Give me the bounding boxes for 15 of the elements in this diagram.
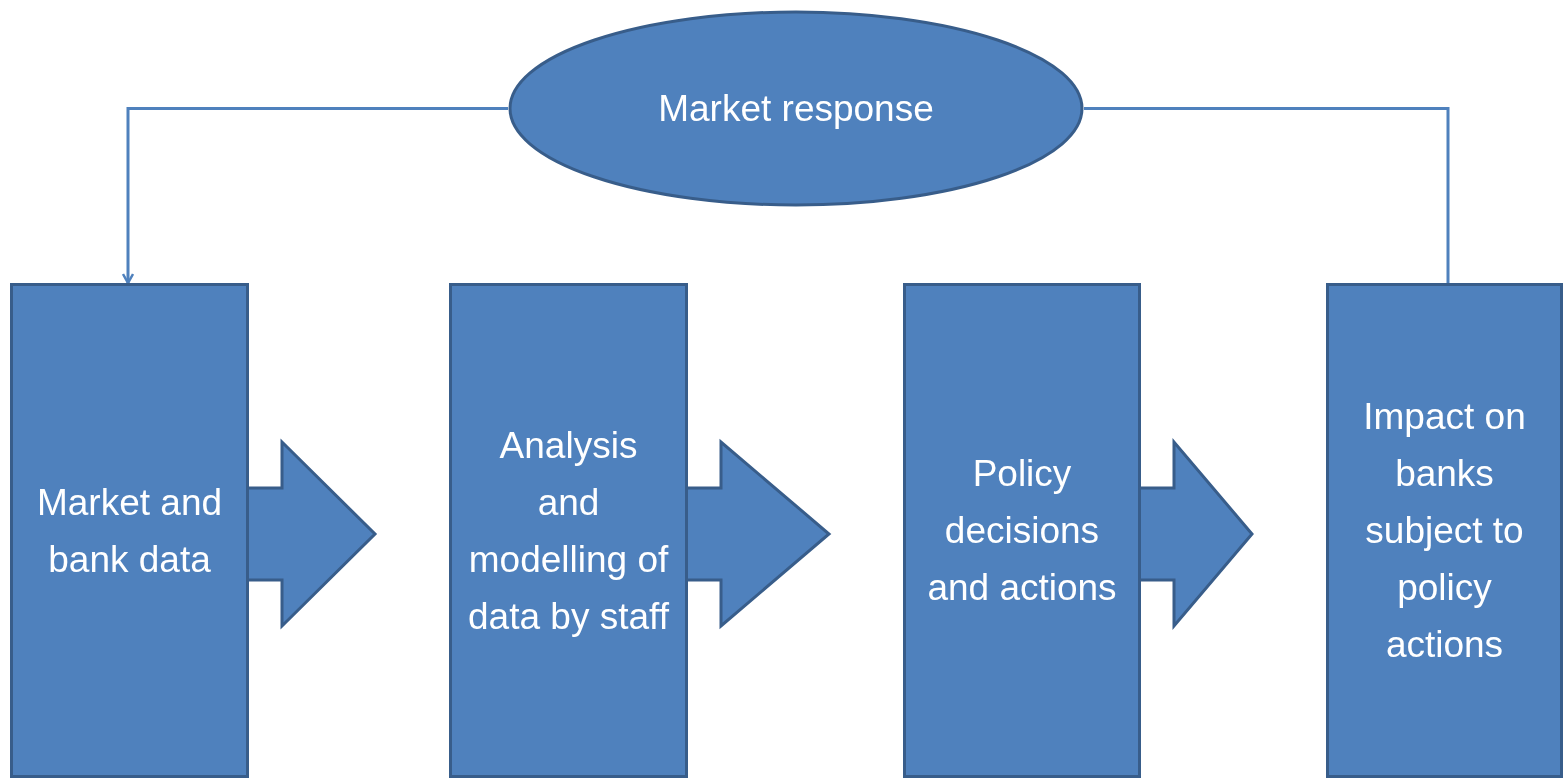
node-text: Market response xyxy=(658,87,934,131)
connector-line xyxy=(1084,107,1450,283)
process-box xyxy=(903,283,1141,778)
node-text: Policy decisions and actions xyxy=(926,452,1118,610)
block-arrow xyxy=(1138,437,1254,631)
process-box xyxy=(10,283,249,778)
node-text: Market and bank data xyxy=(35,480,224,582)
node-text: Impact on banks subject to policy actions xyxy=(1362,395,1527,667)
block-arrow xyxy=(685,438,832,630)
block-arrow xyxy=(246,438,378,630)
connector-arrow xyxy=(121,107,508,285)
process-box xyxy=(1326,283,1563,778)
ellipse-node xyxy=(508,10,1084,207)
node-text: Analysis and modelling of data by staff xyxy=(467,423,670,639)
process-box xyxy=(449,283,688,778)
